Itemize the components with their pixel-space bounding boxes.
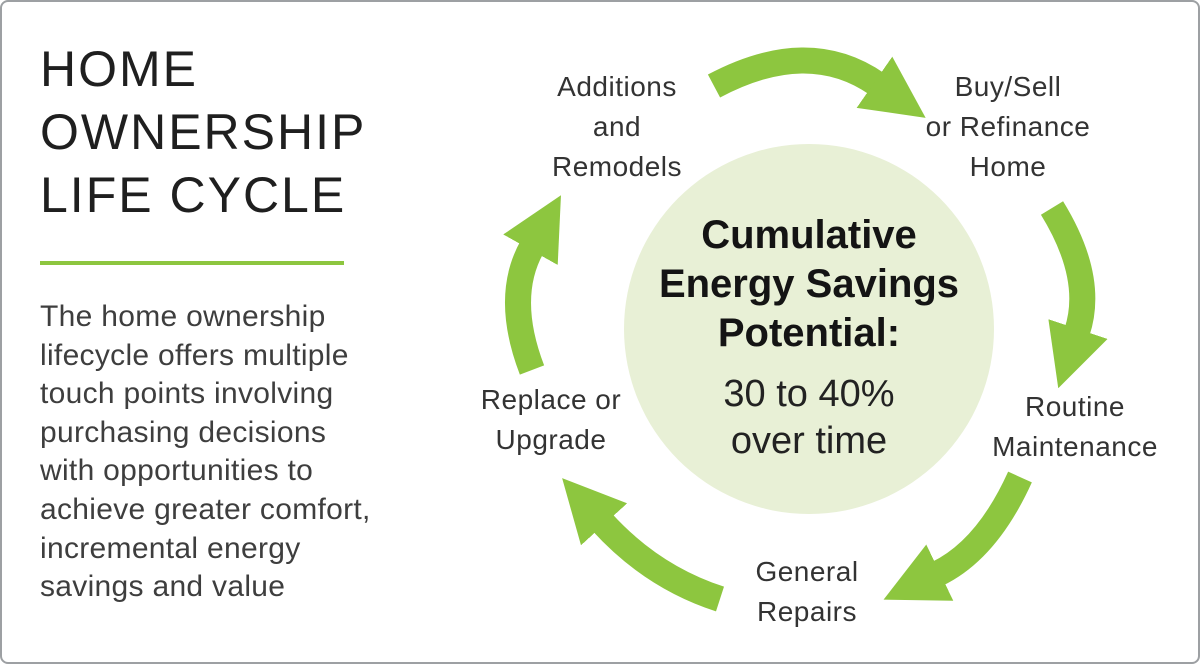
arrow-routine-to-general bbox=[883, 471, 1032, 601]
cycle-node-routine-maintenance: Routine Maintenance bbox=[992, 391, 1158, 462]
arrow-additions-to-buysell bbox=[707, 47, 926, 118]
page-title: HOME OWNERSHIP LIFE CYCLE bbox=[40, 41, 367, 223]
center-heading: Cumulative Energy Savings Potential: bbox=[658, 213, 960, 355]
title-divider bbox=[40, 261, 344, 265]
center-text: Cumulative Energy Savings Potential: 30 … bbox=[659, 211, 959, 465]
arrow-general-to-replace bbox=[562, 478, 725, 612]
cycle-node-additions-remodels: Additions and Remodels bbox=[551, 71, 683, 182]
cycle-node-replace-upgrade: Replace or Upgrade bbox=[480, 384, 622, 455]
arrow-replace-to-additions bbox=[503, 195, 561, 375]
intro-paragraph: The home ownership lifecycle offers mult… bbox=[40, 300, 371, 604]
arrow-buysell-to-routine bbox=[1040, 201, 1108, 389]
center-value: 30 to 40% over time bbox=[723, 373, 895, 462]
cycle-node-general-repairs: General Repairs bbox=[755, 556, 859, 627]
center-circle: Cumulative Energy Savings Potential: 30 … bbox=[624, 144, 994, 514]
cycle-node-buy-sell-refinance: Buy/Sell or Refinance Home bbox=[925, 71, 1091, 182]
